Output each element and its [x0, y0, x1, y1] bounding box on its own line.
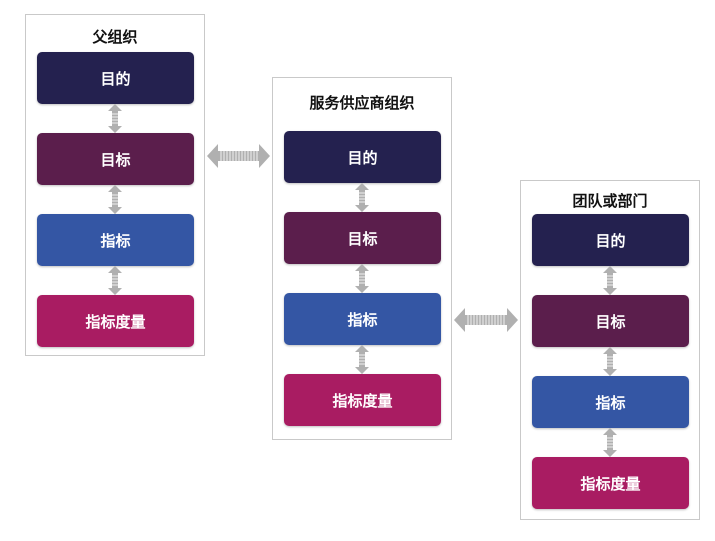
box-indicator: 指标: [284, 293, 441, 345]
box-goal: 目标: [37, 133, 194, 185]
vertical-double-arrow-icon: [108, 266, 122, 295]
panel-parent-organization: 父组织 目的 目标 指标 指标度量: [25, 14, 205, 356]
vertical-double-arrow-icon: [108, 185, 122, 214]
box-objective: 目的: [37, 52, 194, 104]
vertical-double-arrow-icon: [603, 428, 617, 457]
vertical-double-arrow-icon: [355, 183, 369, 212]
vertical-connector-arrow: [355, 345, 369, 374]
box-indicator: 指标: [37, 214, 194, 266]
vertical-connector-arrow: [108, 266, 122, 295]
horizontal-double-arrow-icon: [207, 144, 270, 168]
vertical-connector-arrow: [355, 264, 369, 293]
horizontal-double-arrow: [207, 144, 270, 168]
box-objective: 目的: [532, 214, 689, 266]
panel-title: 服务供应商组织: [309, 94, 415, 112]
box-indicator: 指标: [532, 376, 689, 428]
box-indicator-measure: 指标度量: [37, 295, 194, 347]
vertical-double-arrow-icon: [603, 266, 617, 295]
vertical-connector-arrow: [108, 104, 122, 133]
vertical-double-arrow-icon: [108, 104, 122, 133]
horizontal-double-arrow-icon: [454, 308, 518, 332]
vertical-connector-arrow: [603, 428, 617, 457]
panel-title: 父组织: [92, 28, 138, 46]
vertical-double-arrow-icon: [603, 347, 617, 376]
box-goal: 目标: [532, 295, 689, 347]
vertical-double-arrow-icon: [355, 345, 369, 374]
vertical-connector-arrow: [355, 183, 369, 212]
panel-title: 团队或部门: [572, 192, 648, 210]
vertical-connector-arrow: [603, 266, 617, 295]
box-goal: 目标: [284, 212, 441, 264]
panel-team-or-department: 团队或部门 目的 目标 指标 指标度量: [520, 180, 700, 520]
vertical-connector-arrow: [603, 347, 617, 376]
vertical-connector-arrow: [108, 185, 122, 214]
box-objective: 目的: [284, 131, 441, 183]
horizontal-double-arrow: [454, 308, 518, 332]
box-indicator-measure: 指标度量: [532, 457, 689, 509]
box-indicator-measure: 指标度量: [284, 374, 441, 426]
vertical-double-arrow-icon: [355, 264, 369, 293]
panel-service-provider-organization: 服务供应商组织 目的 目标 指标 指标度量: [272, 77, 452, 440]
